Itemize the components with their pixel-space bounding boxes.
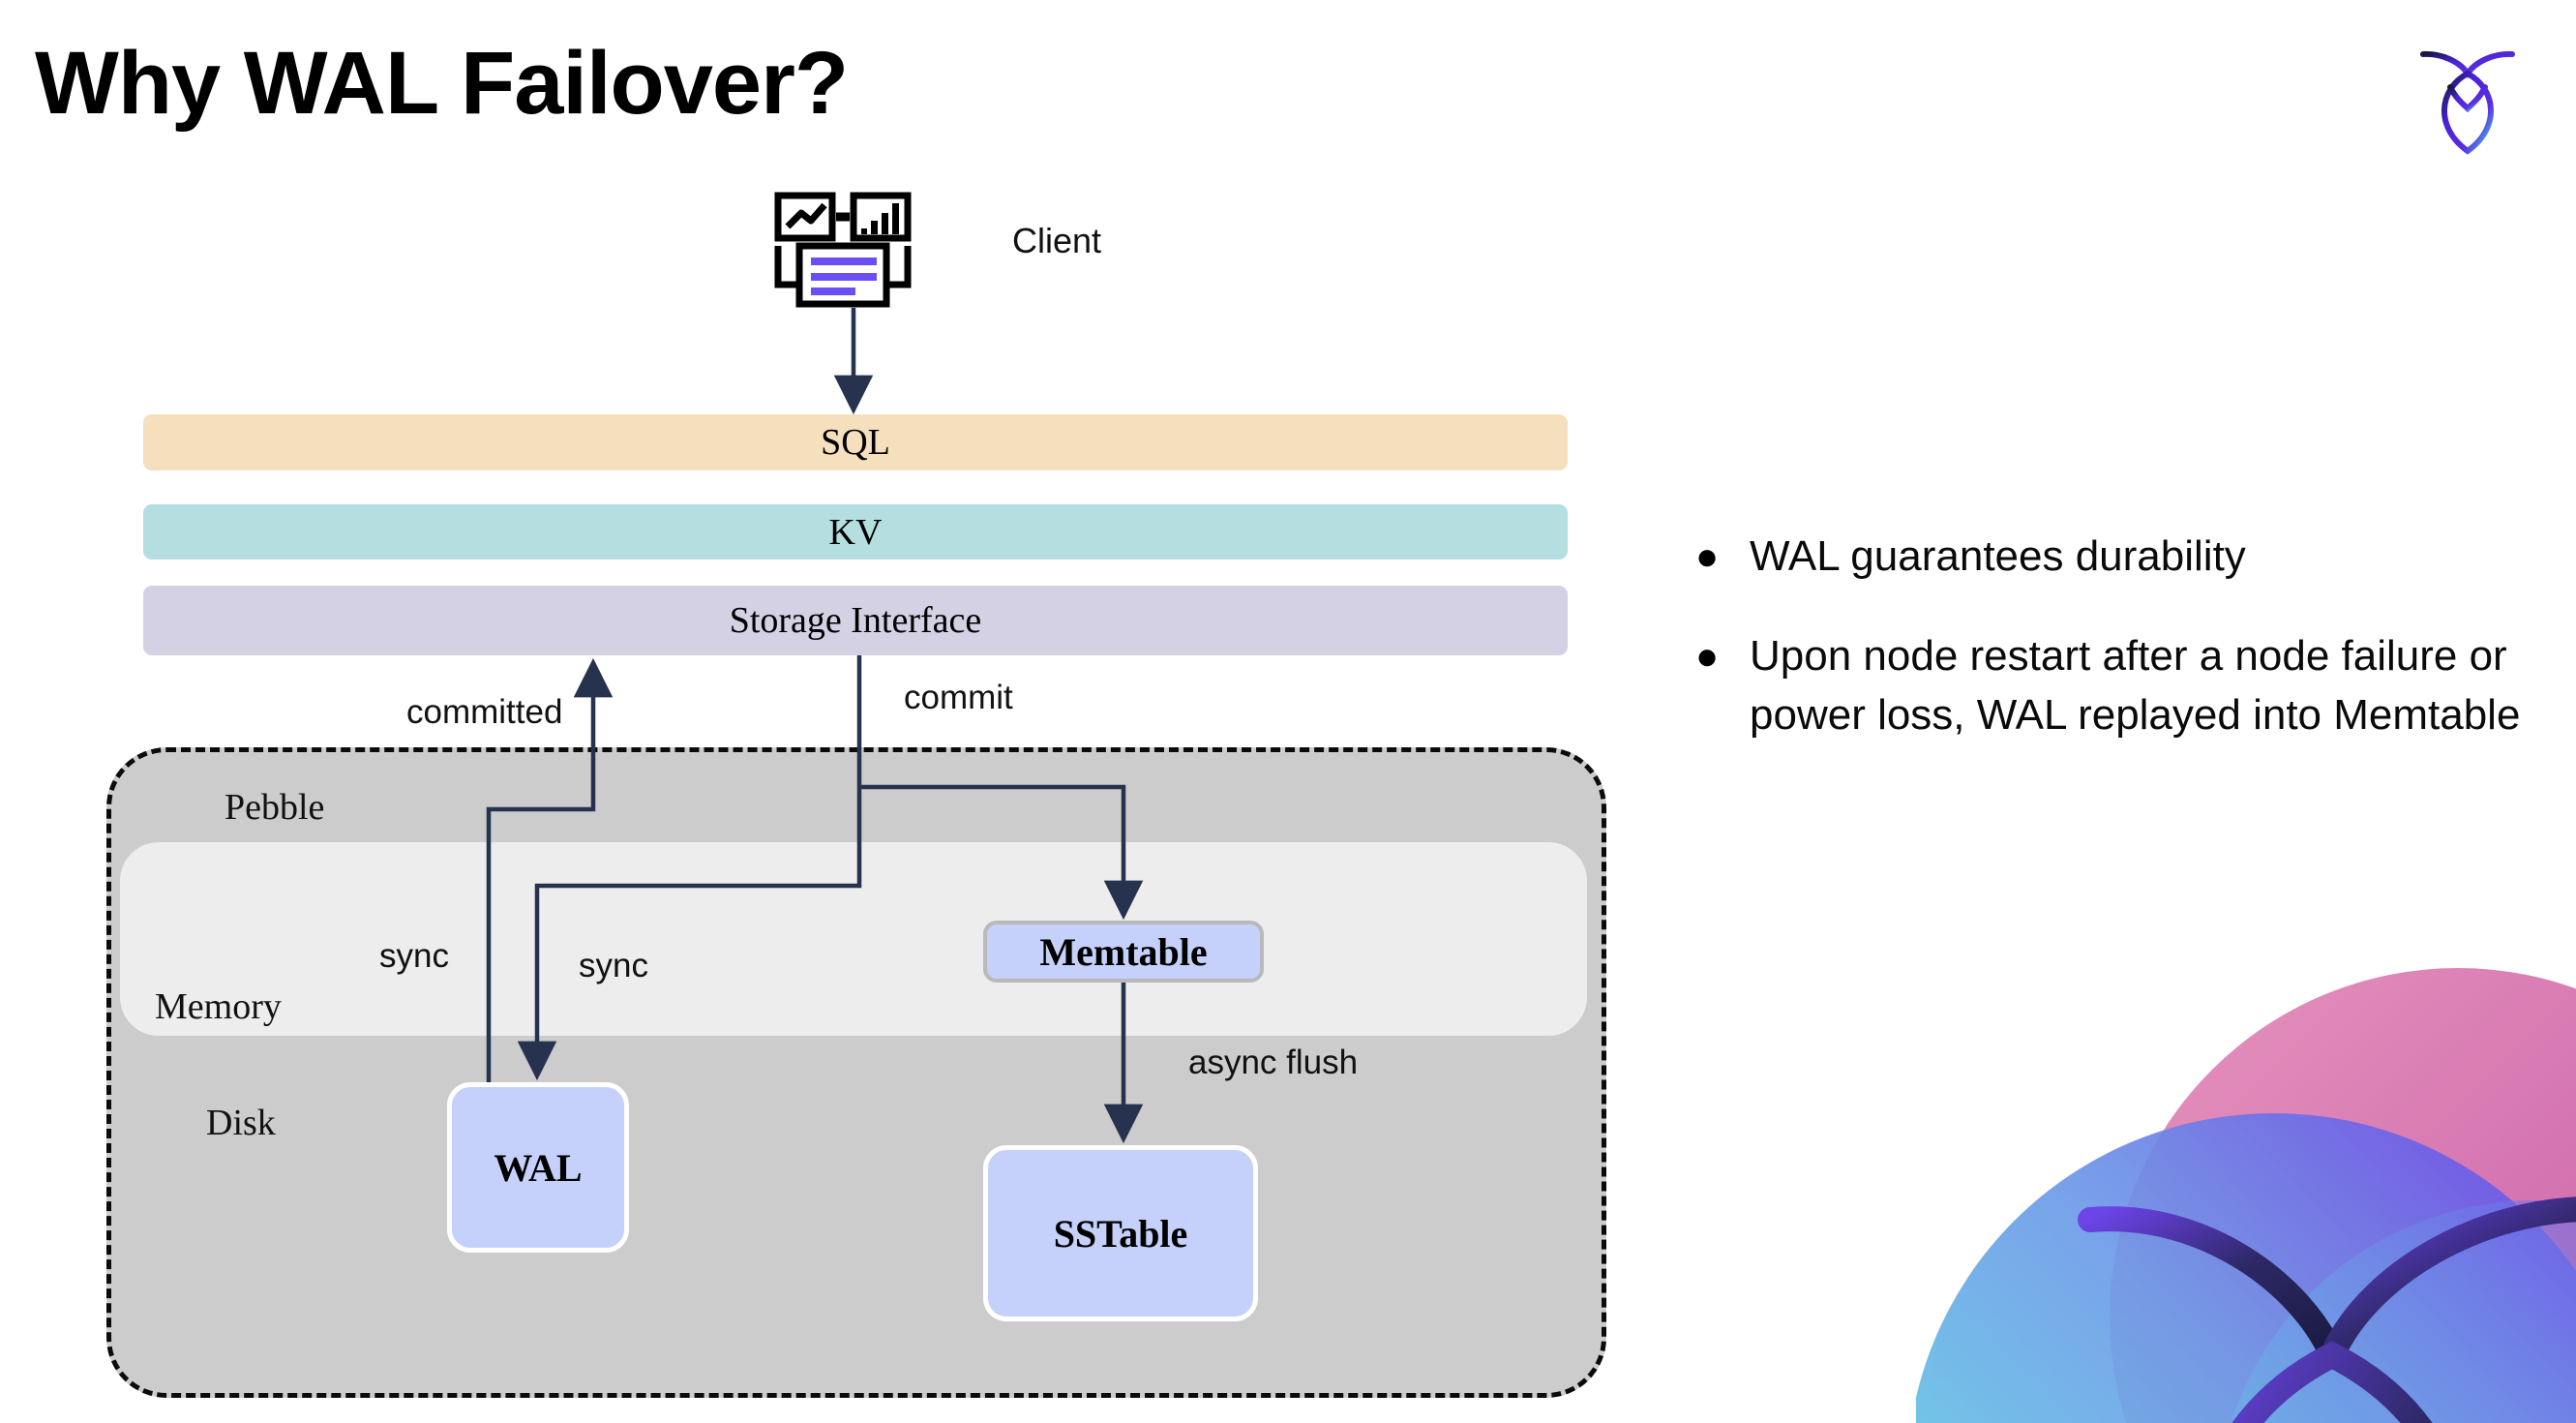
edge-label-commit: commit (904, 679, 1013, 716)
bullet-marker-icon: ● (1695, 634, 1720, 678)
memory-band (120, 842, 1587, 1036)
edge-label-committed: committed (406, 693, 563, 731)
layer-label-storage-interface: Storage Interface (729, 600, 982, 641)
node-memtable: Memtable (983, 921, 1264, 983)
edge-label-sync-left: sync (379, 937, 449, 975)
bullet-marker-icon: ● (1695, 535, 1720, 578)
node-label-sstable: SSTable (1053, 1211, 1188, 1256)
layer-bar-kv: KV (143, 504, 1568, 560)
node-label-wal: WAL (494, 1145, 583, 1190)
edge-label-async-flush: async flush (1188, 1044, 1359, 1081)
bullet-text: WAL guarantees durability (1750, 532, 2246, 580)
node-wal: WAL (447, 1082, 629, 1253)
pebble-label: Pebble (225, 787, 325, 828)
gradient-circles-watermark (1916, 900, 2576, 1423)
layer-label-kv: KV (828, 511, 883, 553)
client-dashboard-icon (774, 192, 929, 308)
layer-bar-storage-interface: Storage Interface (143, 586, 1568, 655)
node-label-memtable: Memtable (1039, 929, 1208, 974)
bullet-list: ● WAL guarantees durability ● Upon node … (1695, 528, 2547, 785)
node-sstable: SSTable (983, 1145, 1258, 1321)
cockroach-logo-icon (2410, 35, 2526, 161)
client-label: Client (1012, 221, 1102, 260)
edge-label-sync-right: sync (579, 947, 648, 984)
layer-bar-sql: SQL (143, 414, 1568, 470)
memory-label: Memory (155, 986, 282, 1027)
bullet-text: Upon node restart after a node failure o… (1750, 631, 2521, 739)
layer-label-sql: SQL (821, 422, 890, 463)
list-item: ● WAL guarantees durability (1695, 528, 2547, 587)
list-item: ● Upon node restart after a node failure… (1695, 627, 2547, 744)
disk-label: Disk (206, 1103, 276, 1143)
page-title: Why WAL Failover? (35, 34, 849, 133)
architecture-diagram: Client SQL KV Storage Interface Pebble M… (106, 192, 1606, 1398)
